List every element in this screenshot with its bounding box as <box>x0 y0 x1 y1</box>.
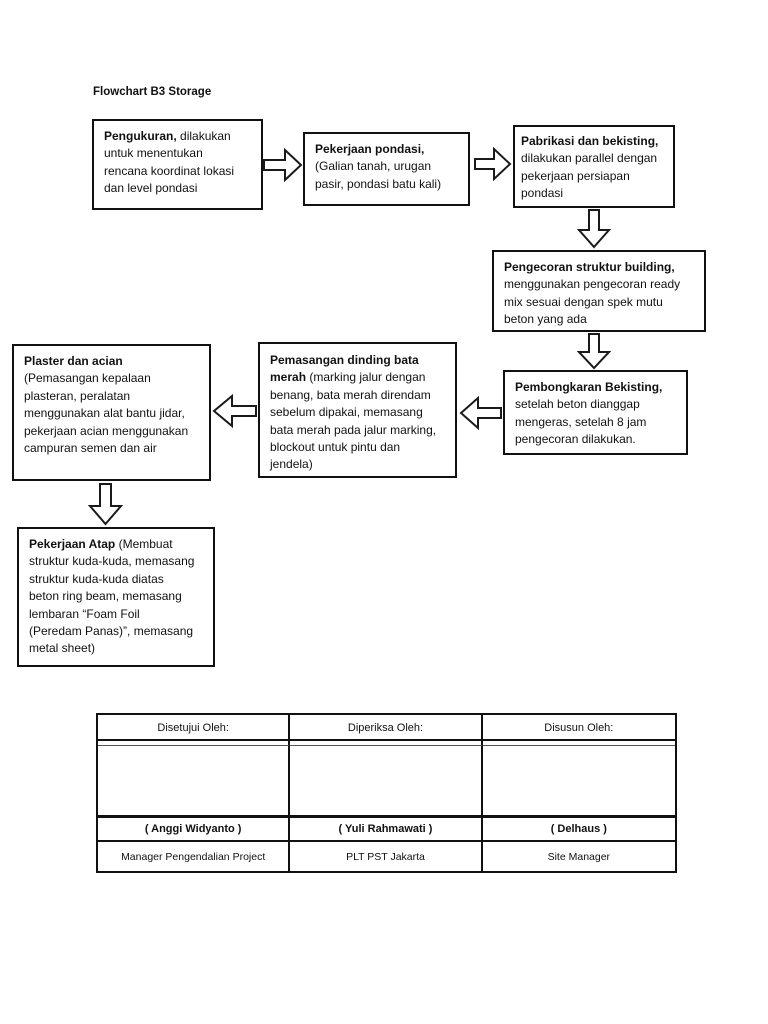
page-title: Flowchart B3 Storage <box>93 86 212 98</box>
approval-table: Disetujui Oleh: Diperiksa Oleh: Disusun … <box>96 713 677 873</box>
flowchart-box-pekerjaan-pondasi: Pekerjaan pondasi, (Galian tanah, urugan … <box>303 132 470 206</box>
approval-name: ( Yuli Rahmawati ) <box>290 818 483 842</box>
arrow-left-icon <box>212 394 257 428</box>
arrow-down-icon <box>88 483 123 526</box>
box-body-text: dilakukan untuk menentukan rencana koord… <box>104 129 235 196</box>
approval-name: ( Delhaus ) <box>482 818 675 842</box>
arrow-down-icon <box>577 333 611 370</box>
box-lead-text: Pabrikasi dan bekisting, <box>521 134 659 148</box>
header-divider-gap <box>98 741 291 746</box>
flowchart-box-pembongkaran-bekisting: Pembongkaran Bekisting, setelah beton dia… <box>503 370 688 455</box>
box-body-text: menggunakan pengecoran ready mix sesuai … <box>504 277 681 327</box>
header-divider-gap <box>482 741 675 746</box>
box-body-text: dilakukan parallel dengan pekerjaan pers… <box>521 151 658 201</box>
approval-name: ( Anggi Widyanto ) <box>98 818 291 842</box>
box-lead-text: Pengukuran, <box>104 129 177 143</box>
arrow-left-icon <box>459 396 502 430</box>
box-lead-text: Pekerjaan Atap <box>29 537 116 551</box>
box-body-text: (Membuat struktur kuda-kuda, memasang st… <box>29 537 195 656</box>
box-lead-text: Pekerjaan pondasi, <box>315 142 425 156</box>
signature-space <box>290 746 483 818</box>
signature-space <box>482 746 675 818</box>
box-body-text: (Galian tanah, urugan pasir, pondasi bat… <box>315 159 442 191</box>
approval-role: PLT PST Jakarta <box>290 842 483 871</box>
box-body-text: (Pemasangan kepalaan plasteran, peralata… <box>24 371 189 456</box>
signature-space <box>98 746 291 818</box>
approval-role: Site Manager <box>547 850 611 863</box>
header-divider-gap <box>290 741 483 746</box>
flowchart-box-pengecoran-struktur: Pengecoran struktur building, menggunakan… <box>492 250 706 332</box>
flowchart-box-plaster-dan-acian: Plaster dan acian (Pemasangan kepalaan pl… <box>12 344 211 481</box>
approval-header-disusun: Disusun Oleh: <box>482 715 675 741</box>
box-lead-text: Pemasangan dinding bata merah <box>270 353 419 385</box>
arrow-right-icon <box>263 148 303 182</box>
flowchart-box-pemasangan-dinding: Pemasangan dinding bata merah (marking j… <box>258 342 457 478</box>
approval-header-diperiksa: Diperiksa Oleh: <box>290 715 483 741</box>
box-body-text: setelah beton dianggap mengeras, setelah… <box>515 397 647 447</box>
flowchart-box-pekerjaan-atap: Pekerjaan Atap (Membuat struktur kuda-ku… <box>17 527 215 667</box>
flowchart-box-pabrikasi-dan-bekisting: Pabrikasi dan bekisting, dilakukan parall… <box>513 125 675 208</box>
flowchart-box-pengukuran: Pengukuran, dilakukan untuk menentukan r… <box>92 119 263 210</box>
arrow-down-icon <box>577 209 611 249</box>
box-lead-text: Pembongkaran Bekisting, <box>515 380 663 394</box>
arrow-right-icon <box>474 147 512 181</box>
box-body-text: (marking jalur dengan benang, bata merah… <box>270 370 437 472</box>
box-lead-text: Plaster dan acian <box>24 354 123 368</box>
box-lead-text: Pengecoran struktur building, <box>504 260 675 274</box>
approval-role: Manager Pengendalian Project <box>98 842 291 871</box>
approval-header-disetujui: Disetujui Oleh: <box>98 715 291 741</box>
